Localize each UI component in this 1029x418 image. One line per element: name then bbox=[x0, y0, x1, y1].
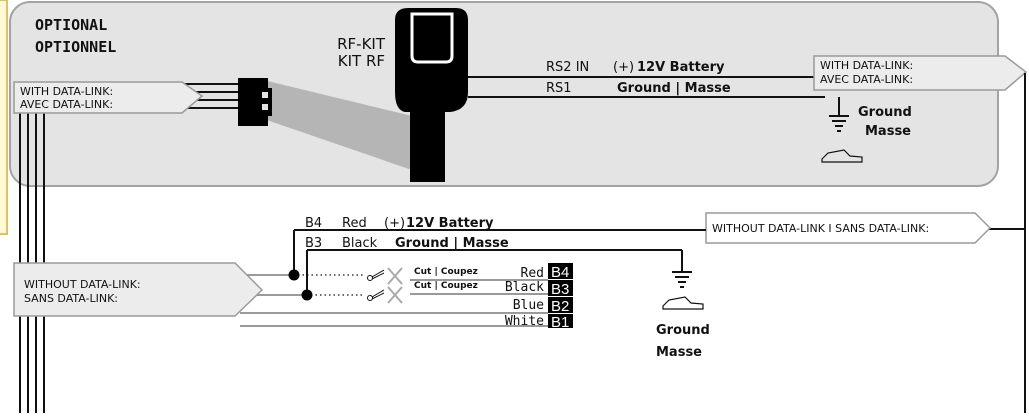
bottom-ground-label: Ground bbox=[656, 323, 710, 338]
cut-dotted-lines bbox=[298, 274, 365, 296]
top-car-icon bbox=[821, 149, 863, 163]
b3-function: Ground | Masse bbox=[395, 236, 509, 251]
cut-label-1: Cut | Coupez bbox=[414, 267, 478, 277]
optional-title: OPTIONAL bbox=[35, 16, 107, 34]
rs1-function: Ground | Masse bbox=[617, 81, 731, 96]
without-datalink-left-line1: WITHOUT DATA-LINK: bbox=[24, 278, 141, 291]
b4-prefix: (+) bbox=[384, 216, 405, 231]
top-masse-label: Masse bbox=[865, 124, 911, 139]
rs1-pin-label: RS1 bbox=[546, 81, 572, 96]
optional-panel bbox=[9, 1, 999, 187]
bottom-car-icon bbox=[662, 296, 704, 310]
cut-cross-icon bbox=[387, 267, 403, 304]
wire-color-black: Black bbox=[505, 280, 544, 295]
wire-color-blue: Blue bbox=[513, 298, 544, 313]
rf-kit-label: RF-KIT bbox=[337, 35, 386, 53]
rs2-pin-label: RS2 IN bbox=[546, 60, 589, 75]
connection-shading bbox=[255, 78, 412, 170]
pin-b3: B3 bbox=[551, 281, 569, 298]
pin-b2: B2 bbox=[551, 298, 569, 315]
left-vertical-wires bbox=[19, 110, 45, 413]
b4-pin-label: B4 bbox=[305, 216, 322, 231]
rf-module bbox=[395, 8, 468, 182]
top-ground-icon bbox=[829, 97, 849, 132]
splice-dot-b4 bbox=[288, 269, 300, 281]
connector-plug bbox=[238, 78, 268, 126]
without-datalink-left-box bbox=[13, 262, 264, 317]
splice-dot-b3 bbox=[301, 289, 313, 301]
without-datalink-left-line2: SANS DATA-LINK: bbox=[24, 292, 118, 305]
right-datalink-line1: WITH DATA-LINK: bbox=[820, 59, 913, 72]
side-note-box bbox=[0, 0, 8, 235]
b3-color-label: Black bbox=[342, 236, 378, 251]
optionnel-title: OPTIONNEL bbox=[35, 38, 116, 56]
rs2-function: 12V Battery bbox=[637, 60, 725, 75]
b4-color-label: Red bbox=[342, 216, 367, 231]
without-datalink-right-text: WITHOUT DATA-LINK I SANS DATA-LINK: bbox=[712, 222, 929, 235]
kit-rf-label: KIT RF bbox=[338, 52, 385, 70]
right-datalink-line2: AVEC DATA-LINK: bbox=[820, 73, 913, 86]
pin-b1: B1 bbox=[551, 314, 569, 331]
cut-label-2: Cut | Coupez bbox=[414, 281, 478, 291]
wire-color-white: White bbox=[505, 314, 544, 329]
without-datalink-right-box bbox=[705, 212, 992, 244]
left-datalink-line1: WITH DATA-LINK: bbox=[20, 85, 113, 98]
left-datalink-line2: AVEC DATA-LINK: bbox=[20, 98, 113, 111]
left-datalink-box bbox=[13, 81, 204, 114]
wire-color-red: Red bbox=[521, 266, 544, 281]
pin-b4: B4 bbox=[551, 264, 569, 281]
top-ground-label: Ground bbox=[858, 105, 912, 120]
right-datalink-box bbox=[813, 55, 1028, 91]
b3-pin-label: B3 bbox=[305, 236, 322, 251]
scissors-icon bbox=[367, 269, 385, 301]
rs2-prefix: (+) bbox=[613, 60, 634, 75]
connector-pin-block bbox=[548, 263, 573, 328]
bottom-masse-label: Masse bbox=[656, 345, 702, 360]
harness-grey-wires bbox=[240, 274, 548, 327]
bottom-ground-icon bbox=[672, 271, 692, 288]
b4-function: 12V Battery bbox=[406, 216, 494, 231]
